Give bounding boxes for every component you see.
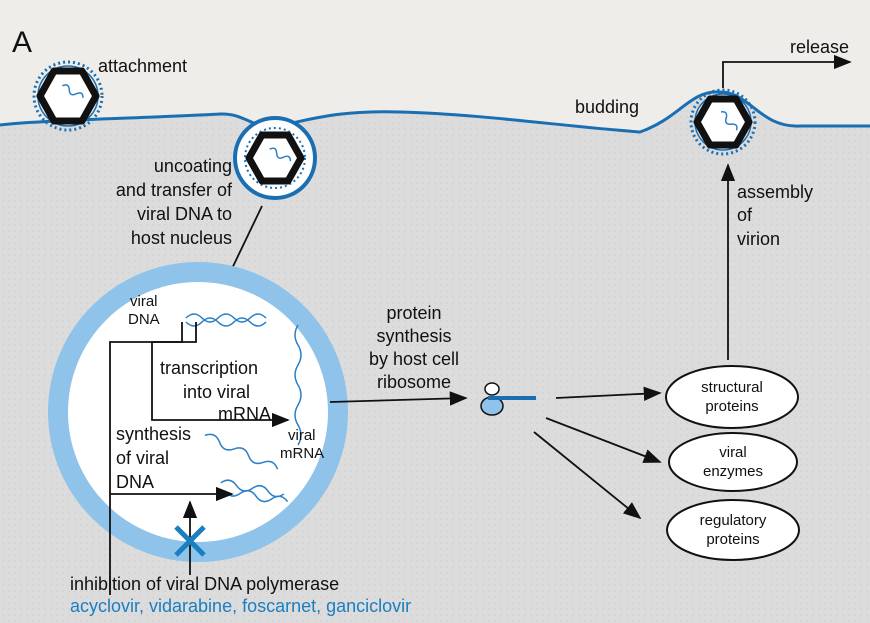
label-viral-dna: viral DNA <box>128 293 160 328</box>
svg-text:of: of <box>737 205 753 225</box>
svg-text:viral DNA to: viral DNA to <box>137 204 232 224</box>
svg-text:synthesis: synthesis <box>376 326 451 346</box>
svg-text:host nucleus: host nucleus <box>131 228 232 248</box>
structural-proteins-oval: structural proteins <box>665 365 799 429</box>
label-drugs: acyclovir, vidarabine, foscarnet, gancic… <box>70 596 411 616</box>
viral-dna-strand <box>185 317 267 327</box>
label-attachment: attachment <box>98 56 187 76</box>
viral-enzymes-oval: viral enzymes <box>668 432 798 492</box>
label-assembly: assembly of virion <box>737 182 813 249</box>
new-viral-dna-strand <box>204 433 279 470</box>
virus-icon <box>689 88 757 156</box>
virus-icon <box>233 116 317 200</box>
transcription-arrow <box>151 322 290 428</box>
ribosome-icon <box>480 382 536 416</box>
svg-text:of viral: of viral <box>116 448 169 468</box>
label-transcription: transcription into viral mRNA <box>160 358 271 424</box>
svg-text:regulatory: regulatory <box>700 512 767 529</box>
label-uncoating: uncoating and transfer of viral DNA to h… <box>116 156 233 248</box>
virus-icon <box>32 60 104 132</box>
arrow-to-ribosome <box>329 391 468 406</box>
arrow-to-regulatory <box>533 431 642 520</box>
label-release: release <box>790 37 849 57</box>
label-synthesis-viral-dna: synthesis of viral DNA <box>116 424 191 492</box>
svg-text:DNA: DNA <box>116 472 154 492</box>
transcription-path <box>109 322 183 595</box>
arrow-to-enzymes <box>545 417 662 463</box>
svg-text:ribosome: ribosome <box>377 372 451 392</box>
svg-text:viral: viral <box>719 444 747 461</box>
arrow-to-structural <box>555 386 662 401</box>
host-cell-membrane <box>0 90 870 134</box>
svg-text:proteins: proteins <box>705 398 758 415</box>
svg-text:mRNA: mRNA <box>218 404 271 424</box>
label-viral-mrna: viral mRNA <box>280 427 324 462</box>
svg-text:transcription: transcription <box>160 358 258 378</box>
svg-text:uncoating: uncoating <box>154 156 232 176</box>
arrow-release <box>722 54 852 88</box>
svg-text:assembly: assembly <box>737 182 813 202</box>
svg-text:proteins: proteins <box>706 531 759 548</box>
svg-text:structural: structural <box>701 379 763 396</box>
svg-text:into viral: into viral <box>183 382 250 402</box>
svg-text:enzymes: enzymes <box>703 463 763 480</box>
viral-dna-strand <box>185 313 267 323</box>
svg-text:protein: protein <box>386 303 441 323</box>
svg-text:and transfer of: and transfer of <box>116 180 233 200</box>
viral-mrna-strand <box>294 324 302 446</box>
svg-text:DNA: DNA <box>128 311 160 328</box>
svg-text:viral: viral <box>130 293 158 310</box>
inhibition-x-icon <box>174 525 206 557</box>
new-viral-dna-strand <box>220 479 285 498</box>
panel-label: A <box>12 26 32 59</box>
svg-text:viral: viral <box>288 427 316 444</box>
svg-text:by host cell: by host cell <box>369 349 459 369</box>
label-budding: budding <box>575 97 639 117</box>
svg-text:synthesis: synthesis <box>116 424 191 444</box>
label-inhibition: inhibition of viral DNA polymerase <box>70 574 339 594</box>
label-protein-synthesis: protein synthesis by host cell ribosome <box>369 303 459 392</box>
regulatory-proteins-oval: regulatory proteins <box>666 499 800 561</box>
svg-text:mRNA: mRNA <box>280 445 324 462</box>
svg-text:virion: virion <box>737 229 780 249</box>
new-viral-dna-strand <box>223 489 289 503</box>
